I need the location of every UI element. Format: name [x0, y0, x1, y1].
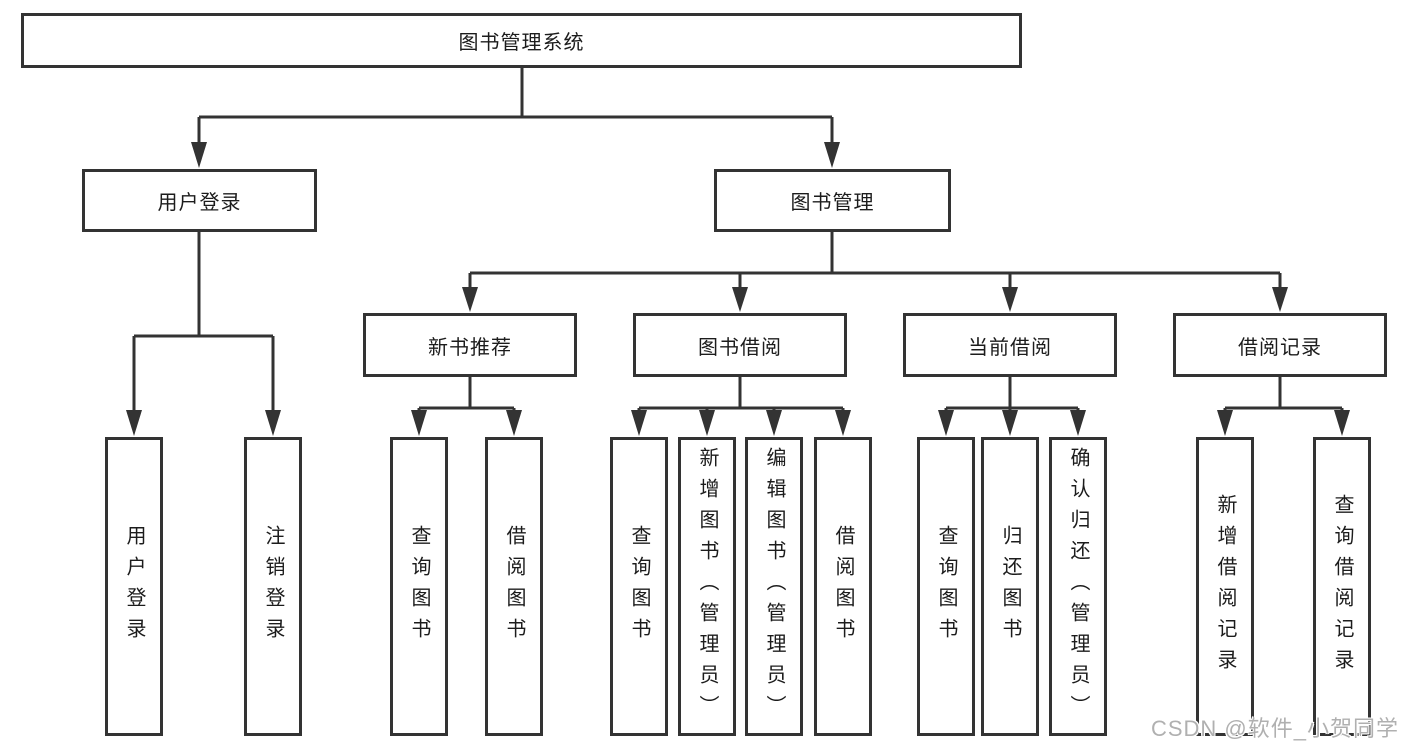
csdn-watermark: CSDN @软件_小贺同学: [1150, 716, 1399, 741]
leaf-query-books-recommend-label: 查询图书: [408, 524, 430, 649]
leaf-return-books-label: 归还图书: [999, 524, 1021, 649]
node-current-borrow: 当前借阅: [903, 313, 1117, 377]
leaf-query-borrow-record-label: 查询借阅记录: [1331, 493, 1353, 680]
leaf-logout: 注销登录: [244, 437, 302, 736]
leaf-add-borrow-record-label: 新增借阅记录: [1214, 493, 1236, 680]
leaf-confirm-return-admin-label: 确认归还（管理员）: [1067, 447, 1089, 726]
arrowhead-icons: [126, 142, 1350, 436]
node-book-management-label: 图书管理: [790, 192, 875, 214]
node-user-login: 用户登录: [82, 169, 317, 232]
leaf-edit-books-admin-label: 编辑图书（管理员）: [763, 447, 785, 726]
node-root-label: 图书管理系统: [458, 32, 585, 54]
node-borrow-records: 借阅记录: [1173, 313, 1387, 377]
leaf-confirm-return-admin: 确认归还（管理员）: [1049, 437, 1107, 736]
leaf-borrow-books-label: 借阅图书: [832, 524, 854, 649]
leaf-borrow-books-recommend-label: 借阅图书: [503, 524, 525, 649]
leaf-query-books-recommend: 查询图书: [390, 437, 448, 736]
node-new-book-recommend: 新书推荐: [363, 313, 577, 377]
connector-lines: [132, 68, 1344, 414]
leaf-edit-books-admin: 编辑图书（管理员）: [745, 437, 803, 736]
node-current-borrow-label: 当前借阅: [968, 336, 1052, 359]
leaf-query-books-borrow-label: 查询图书: [628, 524, 650, 649]
leaf-add-borrow-record: 新增借阅记录: [1196, 437, 1254, 736]
node-root-system: 图书管理系统: [21, 13, 1022, 68]
leaf-return-books: 归还图书: [981, 437, 1039, 736]
leaf-user-login: 用户登录: [105, 437, 163, 736]
leaf-query-books-current-label: 查询图书: [935, 524, 957, 649]
node-borrow-records-label: 借阅记录: [1238, 336, 1322, 359]
leaf-query-books-current: 查询图书: [917, 437, 975, 736]
leaf-borrow-books: 借阅图书: [814, 437, 872, 736]
node-new-book-recommend-label: 新书推荐: [428, 336, 512, 359]
leaf-borrow-books-recommend: 借阅图书: [485, 437, 543, 736]
leaf-add-books-admin-label: 新增图书（管理员）: [696, 447, 718, 726]
node-book-borrow: 图书借阅: [633, 313, 847, 377]
node-user-login-label: 用户登录: [157, 192, 242, 214]
leaf-logout-label: 注销登录: [262, 524, 284, 649]
leaf-query-borrow-record: 查询借阅记录: [1313, 437, 1371, 736]
node-book-management: 图书管理: [714, 169, 951, 232]
leaf-add-books-admin: 新增图书（管理员）: [678, 437, 736, 736]
leaf-query-books-borrow: 查询图书: [610, 437, 668, 736]
node-book-borrow-label: 图书借阅: [698, 336, 782, 359]
leaf-user-login-label: 用户登录: [123, 524, 145, 649]
